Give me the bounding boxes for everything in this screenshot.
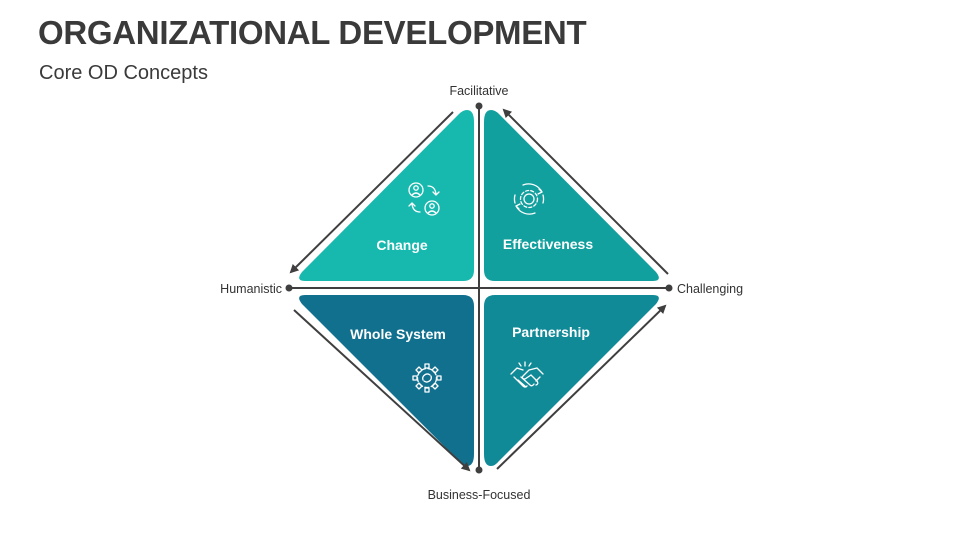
handshake-icon <box>510 361 544 388</box>
quadrant-label-change: Change <box>376 237 428 253</box>
axis-dot-left <box>285 284 293 292</box>
arrow-top-left <box>289 111 454 274</box>
quadrant-partnership <box>484 295 659 466</box>
quadrant-change <box>299 110 474 281</box>
people-exchange-icon <box>408 182 440 216</box>
arrow-top-right <box>502 108 669 275</box>
quadrant-label-whole-system: Whole System <box>350 326 446 342</box>
gear-cycle-icon <box>513 183 545 215</box>
quadrant-label-partnership: Partnership <box>512 324 590 340</box>
axis-dot-bottom <box>475 466 483 474</box>
axis-dot-top <box>475 102 483 110</box>
arrow-bottom-left <box>293 309 471 472</box>
axis-dot-right <box>665 284 673 292</box>
axis-label-bottom: Business-Focused <box>428 488 531 502</box>
axis-label-left: Humanistic <box>220 282 282 296</box>
axis-label-right: Challenging <box>677 282 743 296</box>
gear-icon <box>412 363 442 393</box>
quadrant-effectiveness <box>484 110 659 281</box>
arrow-bottom-right <box>496 304 667 470</box>
axis-label-top: Facilitative <box>449 84 508 98</box>
quadrant-label-effectiveness: Effectiveness <box>503 236 593 252</box>
page-title: ORGANIZATIONAL DEVELOPMENT <box>38 14 587 51</box>
page-subtitle: Core OD Concepts <box>39 62 208 84</box>
quadrant-whole-system <box>299 295 474 466</box>
